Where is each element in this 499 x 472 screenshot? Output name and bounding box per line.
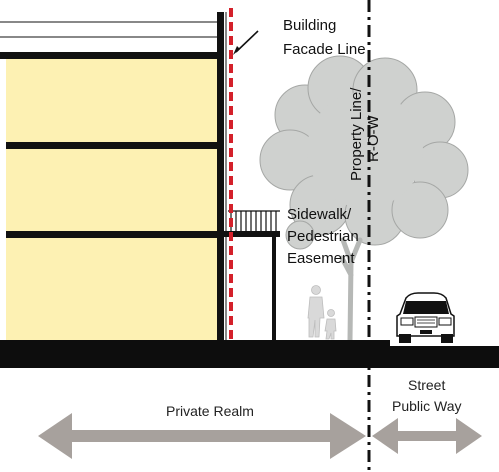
facade-label-line-2: Facade Line — [283, 41, 366, 58]
private-realm-label: Private Realm — [166, 403, 254, 419]
facade-column — [217, 12, 224, 342]
sidewalk-label-line-1: Sidewalk/ — [287, 206, 352, 223]
facade-column-edge — [224, 12, 226, 342]
property-line-label-1: Property Line/ — [348, 87, 365, 181]
canopy-post — [272, 236, 276, 341]
floor-slab-2 — [6, 142, 222, 149]
sidewalk-label-line-3: Easement — [287, 250, 355, 267]
canopy-railing — [228, 210, 280, 231]
facade-label-line-1: Building — [283, 17, 337, 34]
public-way-label: Public Way — [392, 398, 462, 414]
car-icon — [396, 292, 455, 343]
floor-slab-roof — [0, 52, 222, 59]
pedestrians-icon — [307, 285, 337, 340]
private-realm-arrow — [38, 413, 366, 459]
street-label: Street — [408, 377, 446, 393]
ground — [0, 340, 499, 368]
public-way-arrow — [372, 418, 482, 454]
sidewalk-label-line-2: Pedestrian — [287, 228, 359, 245]
facade-label-leader — [235, 30, 259, 53]
building-upper-floor — [0, 12, 218, 54]
tree-icon — [259, 55, 469, 343]
canopy-slab — [224, 231, 280, 237]
building-facade-fill — [6, 58, 218, 340]
property-line-label-2: R-O-W — [365, 115, 382, 162]
facade-label-arrowhead — [233, 46, 240, 55]
floor-slab-3 — [6, 231, 222, 238]
